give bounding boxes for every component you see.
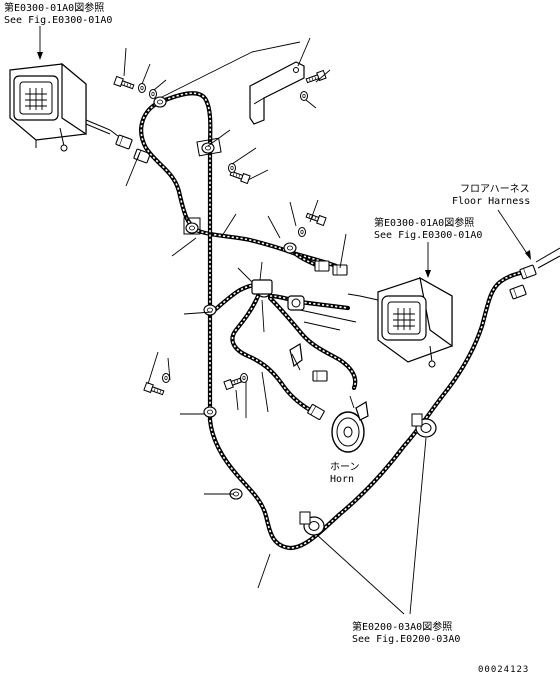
bracket-icon: [289, 343, 303, 368]
front-work-lamp: [9, 62, 151, 164]
floor-harness-en: Floor Harness: [452, 196, 530, 207]
front-lamp-ref-en: See Fig.E0300-01A0: [4, 15, 112, 26]
side-lamp-ref-jp: 第E0300-01A0図参照: [374, 216, 474, 229]
arrow-icon: [37, 52, 43, 60]
relay-cluster: [251, 279, 305, 311]
washer-icon: [300, 91, 308, 101]
bolt-icon: [113, 76, 136, 92]
arrow-icon: [525, 250, 531, 260]
bolt-icon: [304, 70, 327, 86]
callout-leaders: [125, 129, 427, 615]
clamp-icon: [299, 413, 437, 536]
bottom-ref-en: See Fig.E0200-03A0: [352, 634, 460, 645]
front-lamp-ref-jp: 第E0300-01A0図参照: [4, 1, 104, 14]
floor-harness-jp: フロアハーネス: [460, 183, 530, 195]
work-lamp-icon: [377, 276, 453, 368]
washer-icon: [162, 163, 306, 383]
figure-code: 00024123: [478, 665, 529, 675]
washer-icon: [138, 83, 157, 99]
horn-label-jp: ホーン: [330, 461, 360, 473]
horn-icon: [331, 401, 369, 453]
side-work-lamp: [347, 276, 453, 368]
arrow-icon: [425, 270, 431, 278]
work-lamp-icon: [9, 62, 87, 152]
bracket-icon: [249, 61, 305, 125]
side-lamp-ref-en: See Fig.E0300-01A0: [374, 230, 482, 241]
horn-label-en: Horn: [330, 474, 354, 485]
floor-harness-leader: [497, 209, 531, 259]
bottom-ref-jp: 第E0200-03A0図参照: [352, 620, 452, 633]
